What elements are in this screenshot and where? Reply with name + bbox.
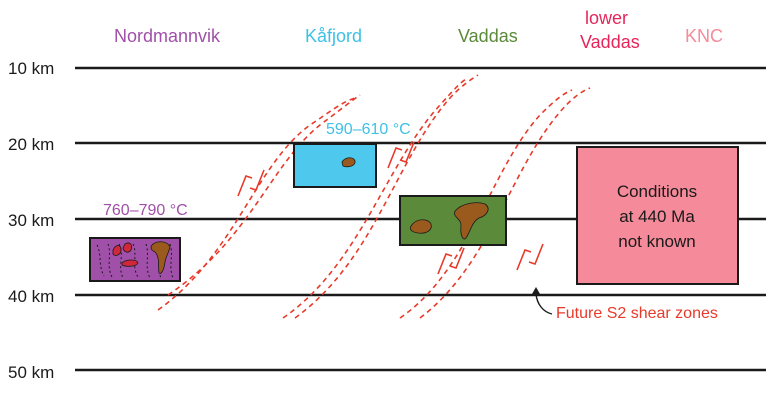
shear-zone-6 (419, 87, 591, 319)
shear-arrow-pair-4 (516, 243, 544, 271)
shear-zone-5 (399, 89, 573, 319)
vaddas-box (399, 195, 507, 246)
kafjord-box (293, 143, 377, 188)
depth-label-30: 30 km (8, 211, 54, 230)
brown-blob-nordmannvik (150, 241, 171, 274)
unit-vaddas: Vaddas (458, 26, 518, 46)
shear-zone-4 (294, 74, 479, 319)
depth-label-10: 10 km (8, 59, 54, 78)
red-blob-1 (112, 245, 122, 256)
shear-zones (157, 74, 591, 319)
shear-arrow-pair-1 (237, 169, 265, 197)
shear-zone-1 (157, 97, 356, 311)
shear-zone-3 (282, 77, 469, 319)
brown-blob-vaddas-2 (454, 202, 489, 240)
unit-lower-vaddas-line1: lower (585, 8, 628, 28)
unit-lower-vaddas-line2: Vaddas (580, 32, 640, 52)
knc-text-line1: Conditions (617, 182, 697, 201)
red-blob-3 (121, 259, 139, 267)
knc-text-line2: at 440 Ma (619, 207, 695, 226)
future-pointer-arrow (532, 287, 553, 315)
shear-arrow-pair-2 (387, 141, 415, 169)
nordmannvik-box (89, 237, 181, 282)
unit-nordmannvik: Nordmannvik (114, 26, 221, 46)
temp-nordmannvik: 760–790 °C (103, 202, 188, 219)
knc-box (576, 146, 739, 285)
depth-label-50: 50 km (8, 363, 54, 382)
future-s2-label: Future S2 shear zones (556, 305, 718, 322)
unit-knc: KNC (685, 26, 723, 46)
temp-kafjord: 590–610 °C (326, 121, 411, 138)
brown-blob-kafjord (341, 157, 356, 168)
depth-label-20: 20 km (8, 135, 54, 154)
unit-kafjord: Kåfjord (305, 26, 362, 46)
red-blob-2 (122, 242, 133, 253)
shear-sense-arrows (237, 141, 544, 275)
depth-label-40: 40 km (8, 287, 54, 306)
knc-text-line3: not known (618, 232, 696, 251)
shear-arrow-pair-3 (437, 247, 465, 275)
brown-blob-vaddas-1 (410, 219, 432, 234)
